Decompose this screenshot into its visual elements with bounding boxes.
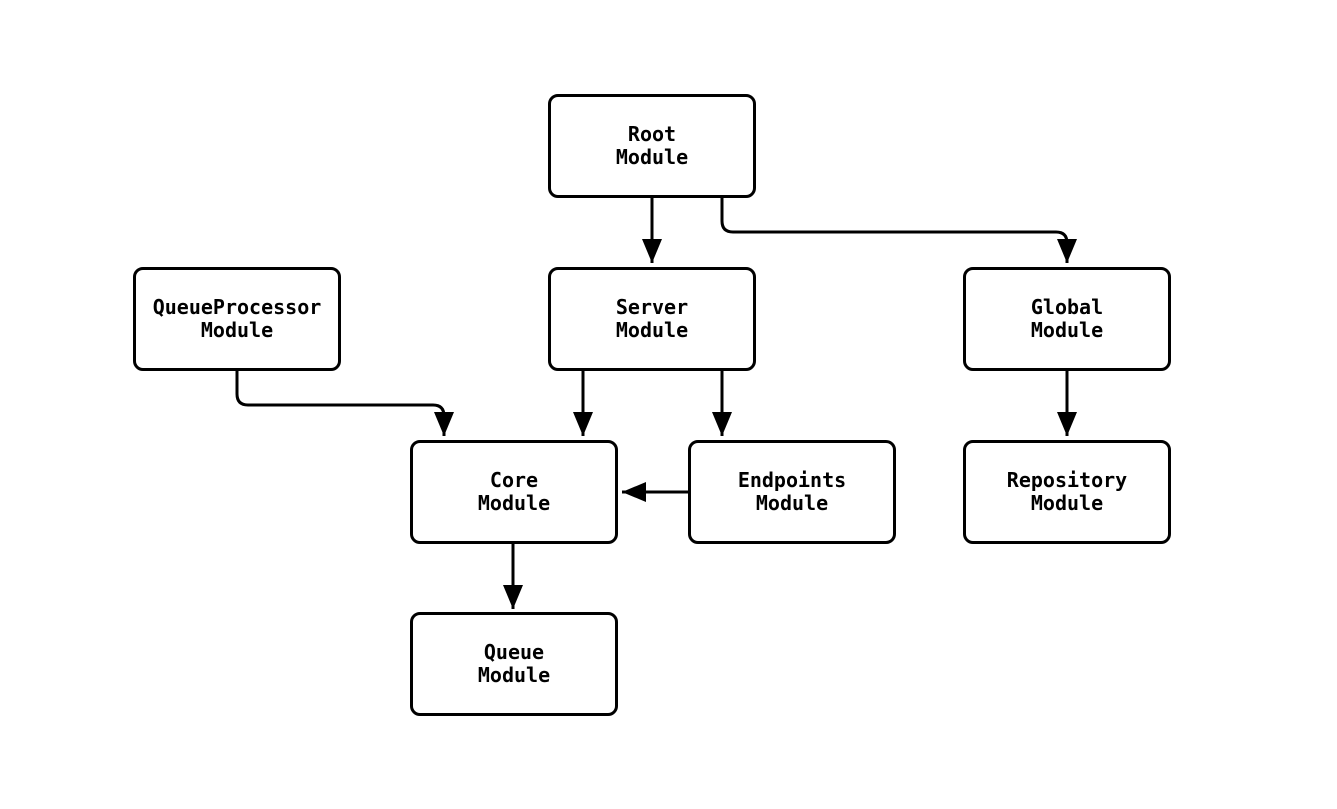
node-label: Module bbox=[615, 145, 689, 169]
node-queueprocessor-module: QueueProcessor Module bbox=[133, 267, 341, 371]
edge-queueprocessor-to-core bbox=[235, 371, 454, 436]
node-label: Module bbox=[200, 318, 274, 342]
node-label: Core bbox=[489, 468, 539, 492]
node-label: Module bbox=[755, 491, 829, 515]
node-label: Module bbox=[477, 491, 551, 515]
node-label: Module bbox=[477, 663, 551, 687]
node-label: Root bbox=[627, 122, 677, 146]
node-repository-module: Repository Module bbox=[963, 440, 1171, 544]
node-label: Module bbox=[615, 318, 689, 342]
node-label: Module bbox=[1030, 318, 1104, 342]
node-root-module: Root Module bbox=[548, 94, 756, 198]
node-label: Queue bbox=[483, 640, 545, 664]
node-global-module: Global Module bbox=[963, 267, 1171, 371]
node-label: Module bbox=[1030, 491, 1104, 515]
node-label: QueueProcessor bbox=[152, 295, 322, 319]
node-server-module: Server Module bbox=[548, 267, 756, 371]
node-label: Endpoints bbox=[737, 468, 847, 492]
edge-root-to-global bbox=[720, 198, 1077, 263]
node-queue-module: Queue Module bbox=[410, 612, 618, 716]
node-label: Repository bbox=[1006, 468, 1128, 492]
node-label: Global bbox=[1030, 295, 1104, 319]
node-core-module: Core Module bbox=[410, 440, 618, 544]
node-endpoints-module: Endpoints Module bbox=[688, 440, 896, 544]
node-label: Server bbox=[615, 295, 689, 319]
